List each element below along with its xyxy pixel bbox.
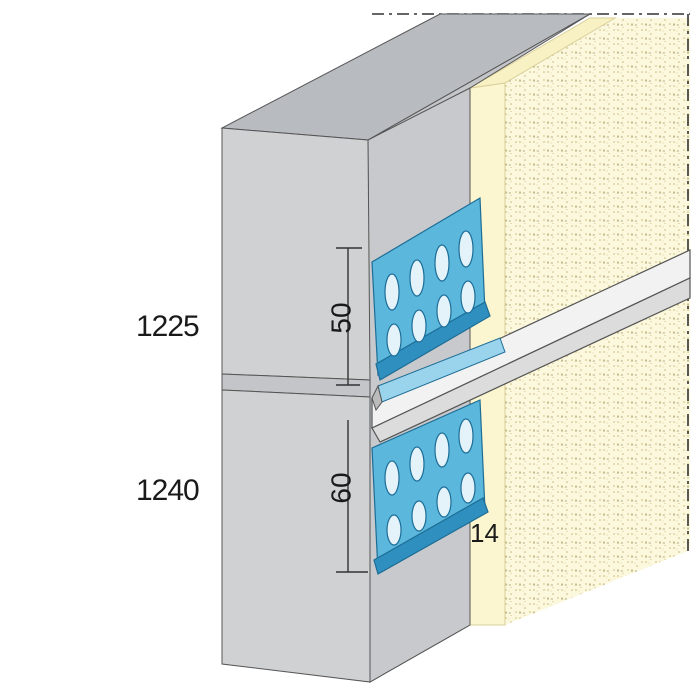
course-label-lower: 1240 (136, 474, 200, 507)
rail-profile (371, 249, 691, 443)
course-label-upper: 1225 (136, 310, 200, 343)
dimension-lower: 60 (325, 472, 357, 504)
block-front-lower (221, 389, 371, 683)
dimension-lines (336, 247, 368, 573)
thickness-label: 14 (470, 518, 499, 548)
dimension-upper: 50 (325, 302, 357, 334)
upper-anchor (371, 196, 491, 381)
lower-anchor (371, 399, 489, 575)
